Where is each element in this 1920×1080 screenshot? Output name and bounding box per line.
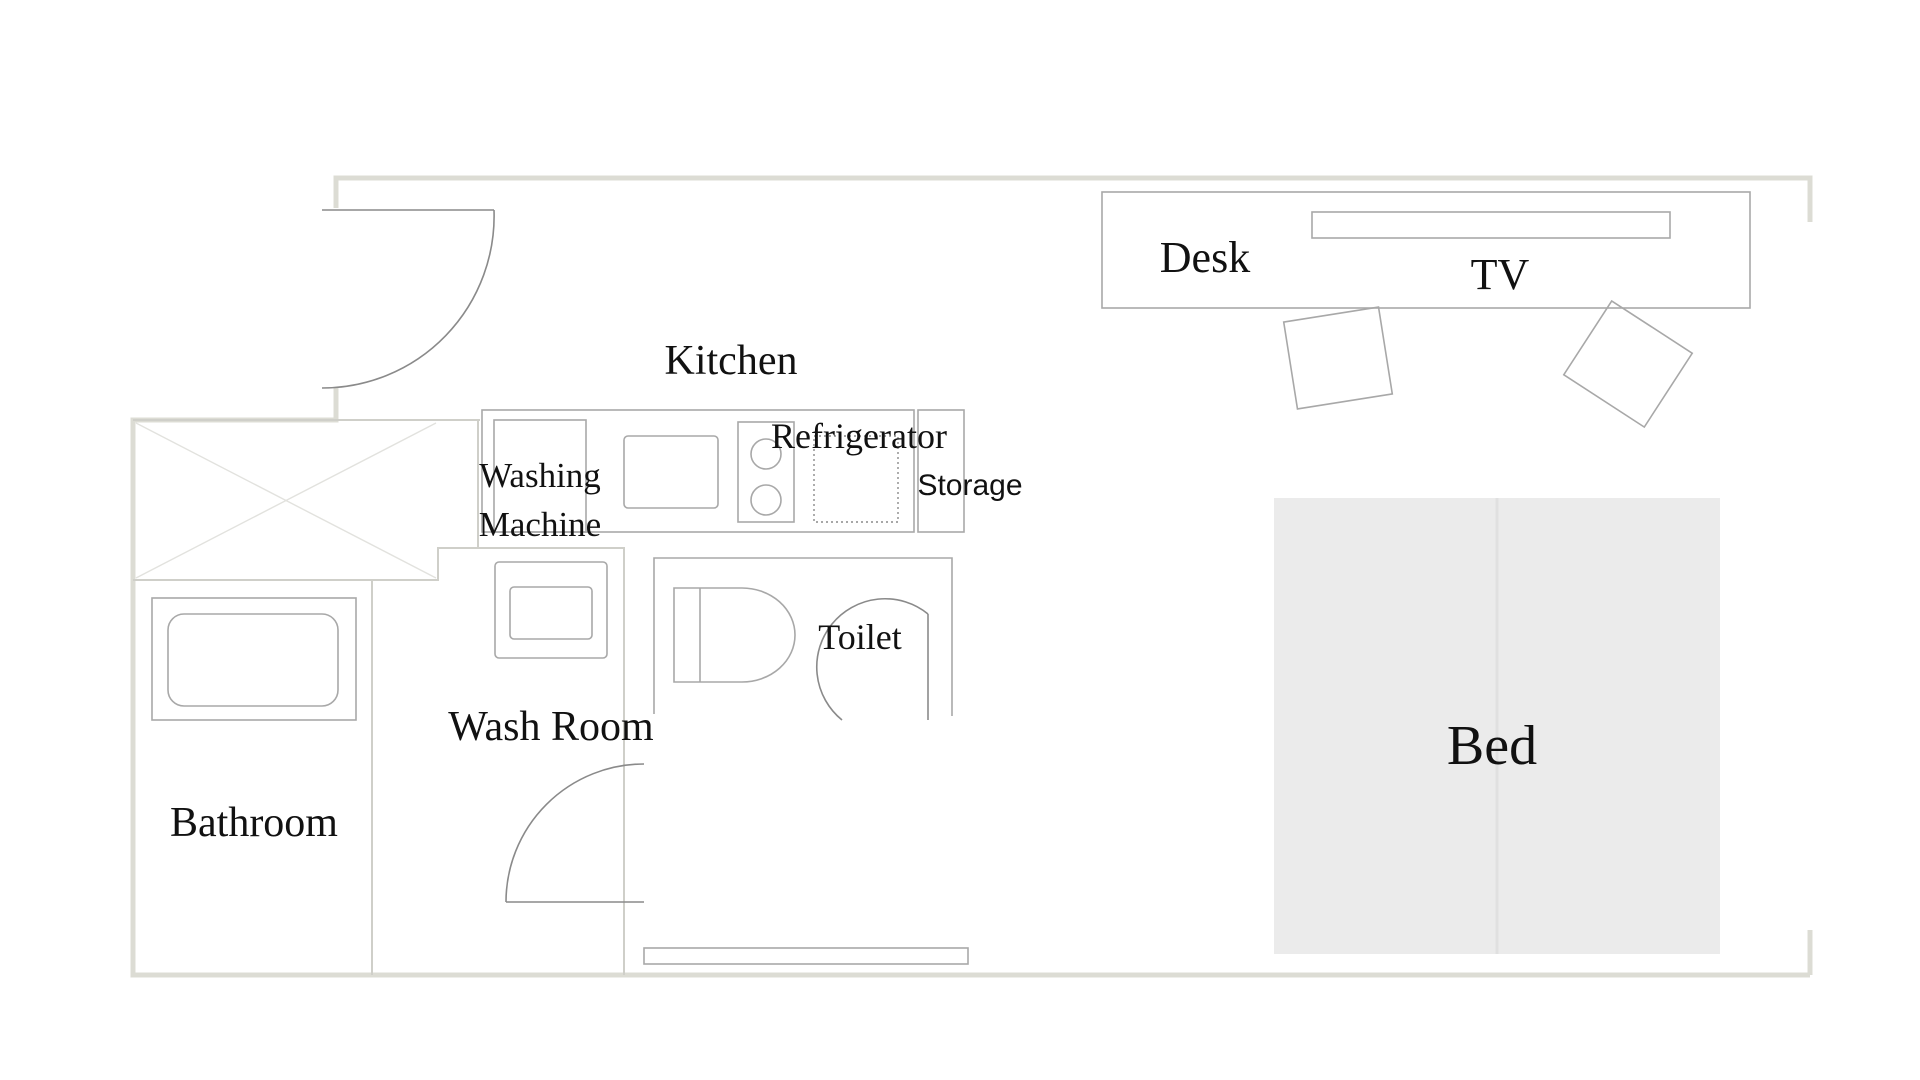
bathtub-inner [167,613,339,707]
bathtub-outer [151,597,357,721]
outer-walls [130,175,1813,978]
entry-area [133,420,479,581]
label-machine: Machine [479,505,601,544]
label-refrigerator: Refrigerator [771,416,947,456]
label-wash-room: Wash Room [448,704,654,750]
toilet-room [653,557,953,721]
tv [1311,211,1671,239]
desk-area [1101,191,1751,429]
washbasin-outer [494,561,608,659]
wash-room [478,547,969,975]
sink [623,435,719,509]
chair-right [1562,299,1694,429]
toilet-bowl [673,587,796,683]
burner-2 [750,484,782,516]
washing-machine [493,419,587,533]
label-bed: Bed [1447,715,1537,777]
desk [1101,191,1751,309]
window-sill [643,947,969,965]
label-washing: Washing [479,456,601,495]
kitchen-counter [481,409,965,533]
label-bathroom: Bathroom [170,800,338,846]
storage-cabinet [917,409,965,533]
label-storage: Storage [917,469,1022,502]
bathroom [151,580,373,975]
bed [1274,498,1720,954]
burner-1 [750,438,782,470]
label-tv: TV [1471,250,1530,299]
stove [737,421,795,523]
label-desk: Desk [1160,233,1250,282]
refrigerator-outline [813,435,899,523]
washbasin-inner [509,586,593,640]
label-kitchen: Kitchen [665,338,798,384]
entrance-door [321,209,495,389]
chair-left [1282,306,1394,410]
label-toilet: Toilet [818,617,901,657]
